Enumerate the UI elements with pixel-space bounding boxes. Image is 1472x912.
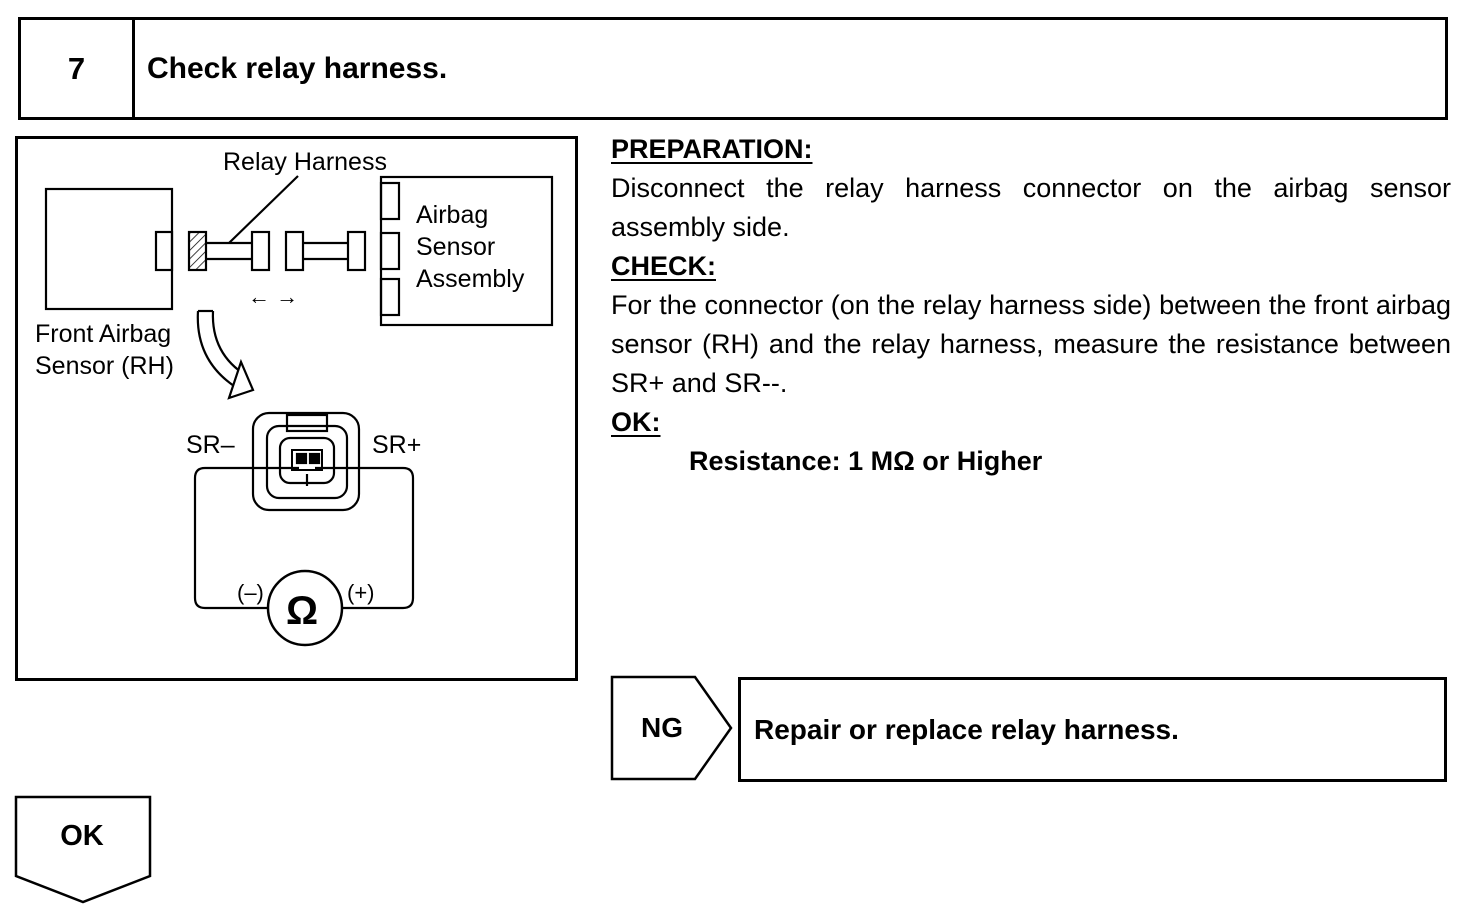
ok-heading: OK: bbox=[611, 407, 661, 437]
ok-arrow-shape bbox=[14, 795, 152, 904]
ok-arrow-label: OK bbox=[60, 819, 104, 852]
airbag-label-line3: Assembly bbox=[416, 265, 525, 293]
preparation-heading: PREPARATION: bbox=[611, 134, 813, 164]
meter-minus-label: (–) bbox=[237, 580, 264, 605]
relay-harness-connector-mid bbox=[284, 230, 305, 272]
front-sensor-label-line1: Front Airbag bbox=[35, 320, 172, 348]
ng-action-box: Repair or replace relay harness. bbox=[738, 677, 1447, 782]
step-title: Check relay harness. bbox=[147, 51, 448, 85]
enlarged-connector bbox=[251, 411, 361, 512]
relay-harness-connector-right bbox=[346, 230, 367, 272]
ohm-symbol: Ω bbox=[286, 589, 319, 633]
airbag-label-line1: Airbag bbox=[416, 201, 489, 229]
wiring-diagram: Relay Harness Airbag Sensor Assembly Fro… bbox=[15, 136, 578, 681]
disconnect-arrows: ← → bbox=[248, 284, 299, 309]
step-header: 7 Check relay harness. bbox=[18, 17, 1448, 120]
front-sensor-label-line2: Sensor (RH) bbox=[35, 352, 174, 380]
sr-plus-label: SR+ bbox=[372, 431, 422, 459]
preparation-text: Disconnect the relay harness connector o… bbox=[611, 173, 1451, 242]
airbag-label-line2: Sensor bbox=[416, 233, 496, 261]
relay-harness-connector-hatched bbox=[187, 230, 208, 272]
meter-plus-label: (+) bbox=[347, 580, 375, 605]
sr-minus-label: SR– bbox=[186, 431, 235, 459]
diagram-drawing bbox=[44, 175, 554, 647]
front-sensor-connector bbox=[154, 230, 174, 272]
ng-action-text: Repair or replace relay harness. bbox=[754, 713, 1179, 745]
check-text: For the connector (on the relay harness … bbox=[611, 290, 1451, 398]
ohmmeter bbox=[266, 569, 344, 647]
ng-arrow-shape bbox=[610, 675, 733, 781]
front-sensor-box bbox=[44, 187, 174, 311]
relay-harness-label: Relay Harness bbox=[223, 148, 387, 176]
instructions: PREPARATION: Disconnect the relay harnes… bbox=[611, 130, 1451, 481]
check-heading: CHECK: bbox=[611, 251, 716, 281]
curved-arrow bbox=[196, 310, 238, 389]
ng-label: NG bbox=[641, 712, 683, 743]
relay-harness-connector-left bbox=[250, 230, 271, 272]
meter-circuit bbox=[193, 466, 299, 610]
step-number: 7 bbox=[21, 20, 135, 117]
ok-spec-value: Resistance: 1 MΩ or Higher bbox=[689, 446, 1043, 476]
